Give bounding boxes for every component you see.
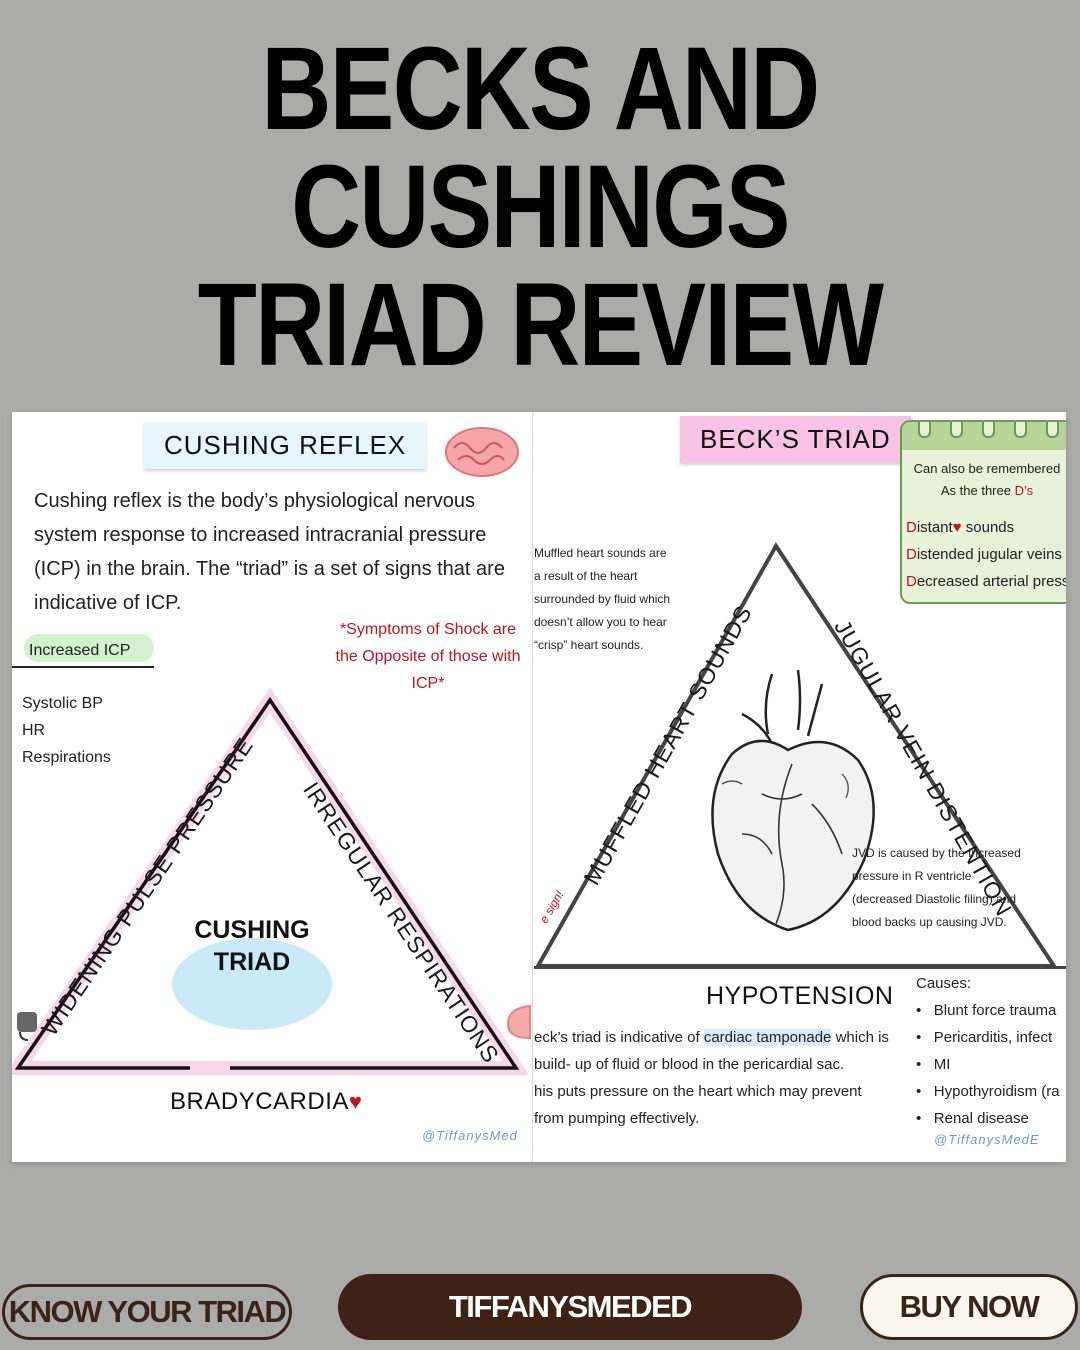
notepad-title-line: Can also be remembered — [913, 461, 1061, 476]
center-line: CUSHING — [194, 916, 310, 944]
d-item: Decreased arterial pressu — [906, 573, 1066, 590]
bradycardia-label: BRADYCARDIA♥ — [170, 1088, 362, 1116]
right-watermark: @TiffanysMedE — [934, 1132, 1040, 1147]
buy-now-button[interactable]: BUY NOW — [860, 1274, 1078, 1340]
beck-heading: BECK’S TRIAD — [680, 416, 911, 463]
icp-highlight — [24, 634, 154, 662]
heart-icon: ♥ — [348, 1089, 363, 1114]
icp-item: Systolic BP — [22, 695, 103, 712]
cause-item: • Renal disease — [916, 1110, 1029, 1127]
cushing-page: CUSHING REFLEX Cushing reflex is the bod… — [12, 412, 533, 1162]
hypotension-label: HYPOTENSION — [706, 982, 894, 1010]
cushing-triangle — [12, 687, 530, 1075]
cushing-heading: CUSHING REFLEX — [144, 422, 427, 469]
center-line: TRIAD — [213, 948, 291, 976]
title-line-2: CUSHINGS — [291, 141, 790, 273]
d-item: Distant♥ sounds — [906, 519, 1015, 536]
notepad-ring — [918, 422, 931, 438]
cause-item: • Blunt force trauma — [916, 1002, 1057, 1019]
bp-cuff-icon — [17, 1012, 37, 1041]
notepad-ring — [950, 422, 963, 438]
beck-divider — [534, 966, 1066, 969]
notebook-sheet: CUSHING REFLEX Cushing reflex is the bod… — [12, 412, 1066, 1162]
notepad-title-line: As the three D’s — [940, 483, 1034, 498]
beck-body-line: from pumping effectively. — [534, 1110, 700, 1127]
cardiac-tamponade-highlight: cardiac tamponade — [703, 1029, 832, 1046]
three-ds-notepad: Can also be remembered As the three D’s … — [900, 420, 1066, 604]
notepad-ring — [1046, 422, 1059, 438]
d-list: Distant♥ sounds Distended jugular veins … — [906, 514, 1066, 595]
beck-body-line: eck’s triad is indicative of cardiac tam… — [534, 1029, 889, 1046]
cause-item: • Hypothyroidism (ra — [916, 1083, 1060, 1100]
cushing-triad-center: CUSHING TRIAD — [192, 914, 312, 978]
lungs-icon — [506, 1004, 531, 1040]
beck-body-line: his puts pressure on the heart which may… — [534, 1083, 862, 1100]
brain-icon — [445, 427, 519, 477]
icp-items: Systolic BP HR Respirations — [22, 690, 111, 771]
cause-item: • Pericarditis, infect — [916, 1029, 1053, 1046]
title-line-3: TRIAD REVIEW — [197, 259, 884, 391]
heart-illustration — [711, 669, 875, 932]
icp-underline — [12, 666, 154, 668]
cushing-intro: Cushing reflex is the body’s physiologic… — [34, 490, 505, 614]
beck-body-line: build- up of fluid or blood in the peric… — [534, 1056, 845, 1073]
cause-item: • MI — [916, 1056, 951, 1073]
bradycardia-text: BRADYCARDIA — [170, 1088, 349, 1115]
beck-body: eck’s triad is indicative of cardiac tam… — [534, 1024, 914, 1132]
causes-list: Causes: • Blunt force trauma • Pericardi… — [916, 970, 1066, 1132]
icp-item: Respirations — [22, 749, 111, 766]
beck-page: BECK’S TRIAD Can also be remembered As t… — [534, 412, 1066, 1162]
page-title: BECKS AND CUSHINGS TRIAD REVIEW — [97, 30, 983, 384]
muffled-note: Muffled heart sounds are a result of the… — [534, 546, 671, 652]
title-line-1: BECKS AND — [261, 23, 821, 155]
know-your-triad-button[interactable]: KNOW YOUR TRIAD — [2, 1284, 292, 1340]
causes-title: Causes: — [916, 975, 972, 992]
notepad-ring — [1014, 422, 1027, 438]
tiffanysmeded-button[interactable]: TIFFANYSMEDED — [338, 1274, 802, 1340]
notepad-ring — [982, 422, 995, 438]
jvd-note: JVD is caused by the Increased pressure … — [852, 846, 1021, 929]
icp-item: HR — [22, 722, 46, 739]
icp-label: Increased ICP — [29, 642, 131, 659]
d-item: Distended jugular veins — [906, 546, 1062, 563]
notepad-title: Can also be remembered As the three D’s — [902, 458, 1066, 502]
left-watermark: @TiffanysMed — [422, 1128, 518, 1143]
shock-note: *Symptoms of Shock are the Opposite of t… — [335, 621, 521, 692]
